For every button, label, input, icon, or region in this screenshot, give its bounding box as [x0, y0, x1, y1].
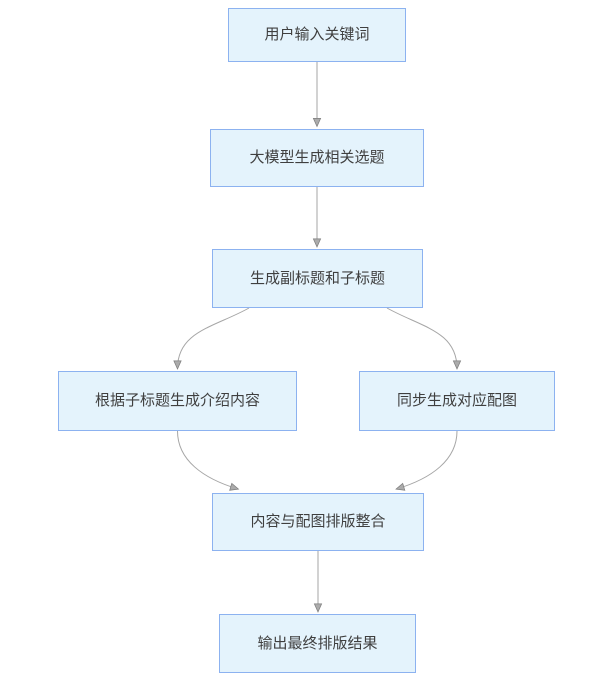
flow-node-user-input-label: 用户输入关键词 — [264, 26, 370, 44]
flow-node-layout-integration: 内容与配图排版整合 — [212, 493, 424, 551]
flow-node-generate-images-label: 同步生成对应配图 — [396, 392, 517, 410]
flow-node-generate-subtitles-label: 生成副标题和子标题 — [249, 269, 385, 287]
edge-images-to-integration — [395, 430, 458, 491]
flow-node-generate-content: 根据子标题生成介绍内容 — [58, 371, 297, 431]
flow-node-user-input: 用户输入关键词 — [228, 8, 406, 62]
flow-node-generate-images: 同步生成对应配图 — [359, 371, 555, 431]
edge-content-to-integration — [177, 430, 240, 491]
edge-subtitles-to-images — [386, 307, 462, 370]
flow-node-generate-content-label: 根据子标题生成介绍内容 — [94, 392, 260, 410]
edge-subtitles-to-content — [173, 307, 250, 370]
flow-node-final-output-label: 输出最终排版结果 — [257, 634, 378, 652]
flow-node-generate-topics-label: 大模型生成相关选题 — [249, 149, 385, 167]
flow-node-layout-integration-label: 内容与配图排版整合 — [250, 513, 386, 531]
flow-node-final-output: 输出最终排版结果 — [219, 614, 416, 673]
flow-node-generate-subtitles: 生成副标题和子标题 — [212, 249, 423, 308]
flow-node-generate-topics: 大模型生成相关选题 — [210, 129, 424, 187]
